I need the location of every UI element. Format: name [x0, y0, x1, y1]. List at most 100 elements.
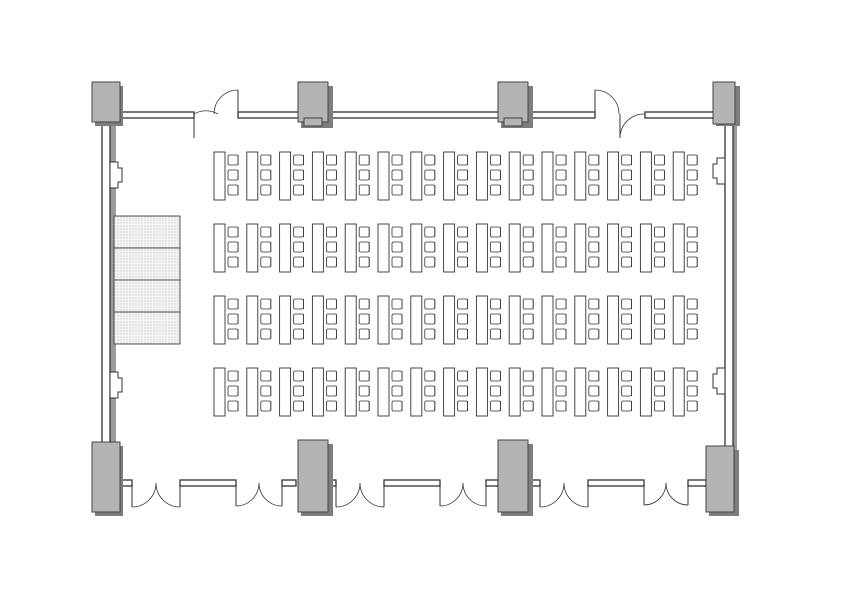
chair — [260, 241, 272, 253]
chair — [522, 256, 534, 268]
desk — [574, 367, 587, 417]
desk-unit — [541, 367, 567, 417]
desk-unit — [443, 223, 469, 273]
chair — [227, 298, 239, 310]
top-wall-segment — [117, 111, 195, 119]
desk — [672, 295, 685, 345]
chair — [293, 241, 305, 253]
chair — [588, 184, 600, 196]
desk-unit — [607, 367, 632, 417]
chair — [325, 400, 337, 412]
chair — [293, 184, 305, 196]
chair — [260, 328, 272, 340]
desk — [607, 223, 620, 273]
desk-unit — [574, 367, 600, 417]
desk — [344, 223, 357, 273]
chair — [654, 313, 665, 325]
chair — [325, 154, 337, 166]
chair — [293, 370, 305, 382]
chair — [555, 256, 567, 268]
desk — [410, 295, 423, 345]
chair — [227, 385, 239, 397]
chair — [621, 400, 632, 412]
desk-unit — [607, 223, 632, 273]
chair — [621, 241, 632, 253]
chair — [227, 184, 239, 196]
chair — [391, 184, 403, 196]
desk-unit — [213, 295, 239, 345]
chair — [489, 298, 501, 310]
desk — [574, 223, 587, 273]
desk — [344, 295, 357, 345]
desk-unit — [377, 151, 403, 201]
desk-unit — [213, 223, 239, 273]
chair — [424, 298, 436, 310]
desk — [443, 223, 456, 273]
chair — [489, 169, 501, 181]
chair — [686, 256, 698, 268]
chair — [293, 169, 305, 181]
chair — [588, 328, 600, 340]
double-door[interactable] — [439, 482, 487, 507]
chair — [457, 184, 469, 196]
chair — [358, 169, 370, 181]
chair — [555, 328, 567, 340]
column — [705, 445, 735, 513]
desk-unit — [443, 367, 469, 417]
desk-unit — [574, 295, 600, 345]
chair — [358, 184, 370, 196]
chair — [358, 154, 370, 166]
desk-unit — [279, 151, 305, 201]
bottom-wall-segment — [281, 479, 297, 487]
desk — [246, 367, 259, 417]
chair — [457, 328, 469, 340]
desk — [508, 223, 521, 273]
chair — [522, 241, 534, 253]
chair — [588, 154, 600, 166]
column — [91, 441, 121, 513]
desk-unit — [672, 295, 698, 345]
double-door[interactable] — [643, 482, 689, 506]
desk-unit — [377, 223, 403, 273]
desk — [410, 151, 423, 201]
chair — [424, 241, 436, 253]
door[interactable] — [594, 89, 646, 139]
chair — [588, 241, 600, 253]
desk — [475, 223, 488, 273]
desk-unit — [607, 295, 632, 345]
top-wall-segment — [644, 111, 718, 119]
double-door[interactable] — [131, 482, 181, 508]
desk — [475, 295, 488, 345]
desk — [639, 367, 652, 417]
chair — [227, 328, 239, 340]
chair — [555, 226, 567, 238]
double-door[interactable] — [235, 482, 283, 507]
double-door[interactable] — [539, 482, 589, 508]
chair — [424, 226, 436, 238]
desk — [377, 295, 390, 345]
desk-unit — [377, 367, 403, 417]
chair — [588, 400, 600, 412]
left-wall-pilaster — [109, 161, 123, 189]
desk — [246, 223, 259, 273]
door[interactable] — [193, 89, 239, 138]
chair — [424, 313, 436, 325]
chair — [424, 328, 436, 340]
chair — [358, 241, 370, 253]
chair — [621, 184, 632, 196]
desk — [574, 151, 587, 201]
chair — [588, 313, 600, 325]
chair — [621, 328, 632, 340]
chair — [293, 385, 305, 397]
chair — [489, 184, 501, 196]
chair — [686, 154, 698, 166]
chair — [358, 328, 370, 340]
desk — [672, 223, 685, 273]
desk — [541, 151, 554, 201]
double-door[interactable] — [335, 482, 385, 508]
column — [297, 439, 329, 513]
chair — [555, 169, 567, 181]
desk-unit — [344, 151, 370, 201]
chair — [457, 154, 469, 166]
chair — [522, 385, 534, 397]
